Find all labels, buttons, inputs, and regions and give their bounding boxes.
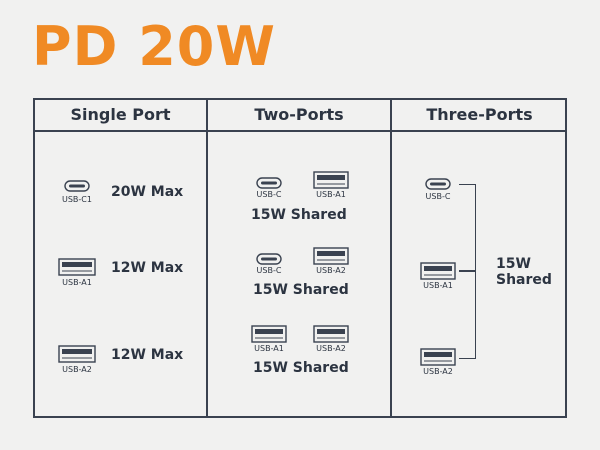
port-label: USB-A2 [316, 266, 346, 275]
port-label: USB-A2 [316, 344, 346, 353]
column-divider [206, 100, 208, 416]
shared-power-label: 15W Shared [251, 207, 347, 223]
shared-power-label: 15W Shared [253, 360, 349, 376]
power-label: 12W Max [111, 260, 184, 276]
usb-a-port-icon [313, 247, 349, 265]
port-label: USB-C [425, 192, 451, 201]
usb-a-port-icon [420, 348, 456, 366]
header-divider [35, 130, 565, 132]
port-label: USB-C1 [62, 195, 92, 204]
usb-a-port-icon [313, 325, 349, 343]
shared-bracket [459, 184, 476, 359]
shared-bracket [459, 270, 475, 272]
shared-power-label: Shared [496, 272, 552, 288]
header-two-ports: Two-Ports [254, 105, 344, 124]
usb-a-port-icon [58, 258, 96, 276]
header-three-ports: Three-Ports [426, 105, 533, 124]
port-label: USB-A2 [62, 365, 92, 374]
usb-c-port-icon [256, 177, 282, 189]
power-label: 20W Max [111, 184, 184, 200]
usb-a-port-icon [313, 171, 349, 189]
port-label: USB-A1 [62, 278, 92, 287]
usb-a-port-icon [251, 325, 287, 343]
header-single-port: Single Port [70, 105, 171, 124]
power-label: 12W Max [111, 347, 184, 363]
shared-power-label: 15W [496, 256, 531, 272]
column-divider [390, 100, 392, 416]
page-title: PD 20W [32, 15, 276, 78]
shared-power-label: 15W Shared [253, 282, 349, 298]
port-label: USB-A1 [423, 281, 453, 290]
compat-table: Single Port Two-Ports Three-Ports USB-C1… [33, 98, 567, 418]
port-label: USB-A1 [254, 344, 284, 353]
usb-c-port-icon [64, 180, 90, 192]
port-label: USB-A2 [423, 367, 453, 376]
usb-a-port-icon [420, 262, 456, 280]
usb-c-port-icon [256, 253, 282, 265]
usb-c-port-icon [425, 178, 451, 190]
port-label: USB-C [256, 190, 282, 199]
port-label: USB-C [256, 266, 282, 275]
port-label: USB-A1 [316, 190, 346, 199]
usb-a-port-icon [58, 345, 96, 363]
